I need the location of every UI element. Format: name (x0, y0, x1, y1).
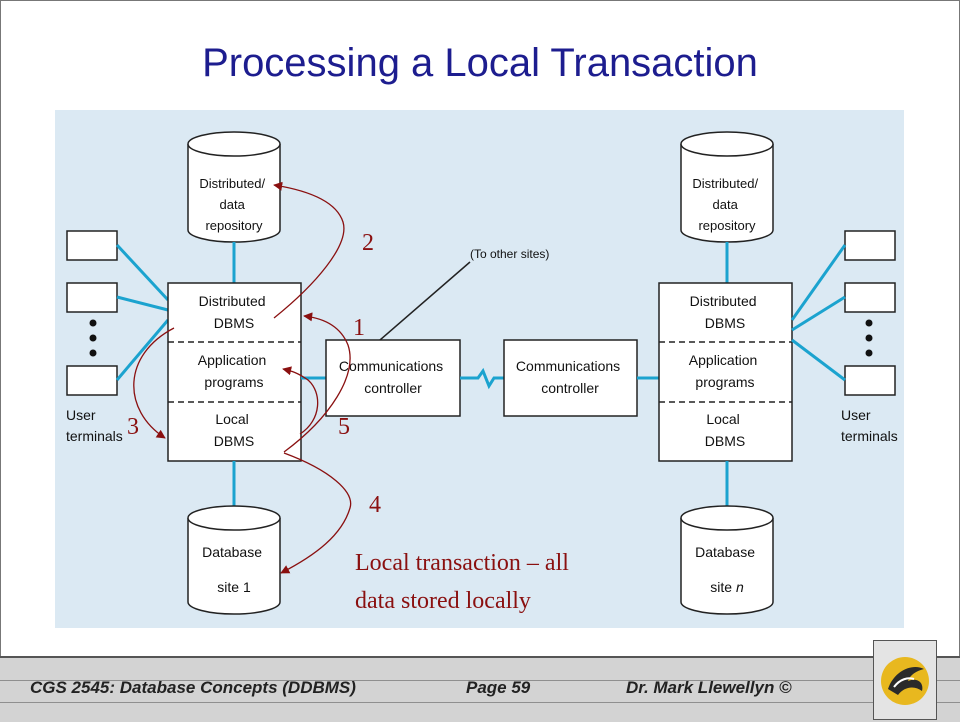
step-5-label: 5 (338, 414, 350, 440)
arrow-step-3 (133, 327, 175, 439)
transaction-flow-arrows (133, 181, 352, 574)
left-dbms-stack (167, 282, 302, 462)
left-user-terminals (66, 230, 170, 396)
right-dbms-stack (658, 282, 793, 462)
footer-page: Page 59 (466, 678, 531, 697)
step-3-label: 3 (127, 414, 139, 440)
left-application-label: Application programs (198, 352, 270, 390)
step-4-label: 4 (369, 492, 381, 518)
left-comm-controller-label: Communications controller (339, 358, 447, 396)
footer-author: Dr. Mark Llewellyn © (626, 678, 792, 697)
other-sites-label: (To other sites) (470, 247, 549, 261)
right-repository-cylinder (680, 131, 774, 243)
left-database-cylinder (187, 505, 281, 615)
right-database-cylinder (680, 505, 774, 615)
local-transaction-note: Local transaction – all data stored loca… (355, 550, 575, 614)
step-1-label: 1 (353, 315, 365, 341)
right-database-label: Database site n (695, 544, 759, 595)
slide-title: Processing a Local Transaction (202, 41, 758, 85)
right-local-dbms-label: Local DBMS (705, 411, 745, 449)
arrow-step-5 (282, 366, 319, 435)
right-comm-controller (503, 339, 638, 417)
ucf-pegasus-logo (873, 640, 937, 720)
right-distributed-dbms-label: Distributed DBMS (690, 293, 761, 331)
left-distributed-dbms-label: Distributed DBMS (199, 293, 270, 331)
arrow-step-2 (273, 181, 345, 319)
arrow-step-1 (283, 312, 351, 453)
step-2-label: 2 (362, 230, 374, 256)
left-local-dbms-label: Local DBMS (214, 411, 254, 449)
right-terminals-label: User terminals (841, 407, 898, 444)
ddbms-diagram: User terminals Distributed/ data reposit… (66, 131, 898, 615)
left-comm-controller (325, 339, 461, 417)
arrow-step-4 (280, 452, 352, 574)
right-user-terminals (790, 230, 896, 396)
footer-course: CGS 2545: Database Concepts (DDBMS) (30, 678, 356, 697)
footer-bar (0, 656, 960, 722)
right-repository-label: Distributed/ data repository (692, 176, 761, 233)
other-sites-line (379, 261, 471, 341)
diagram-panel: User terminals Distributed/ data reposit… (55, 110, 904, 628)
left-database-label: Database site 1 (202, 544, 266, 595)
left-repository-label: Distributed/ data repository (199, 176, 268, 233)
left-terminals-label: User terminals (66, 407, 123, 444)
right-comm-controller-label: Communications controller (516, 358, 624, 396)
right-application-label: Application programs (689, 352, 761, 390)
pegasus-logo-icon (881, 657, 929, 705)
network-link (460, 367, 504, 390)
